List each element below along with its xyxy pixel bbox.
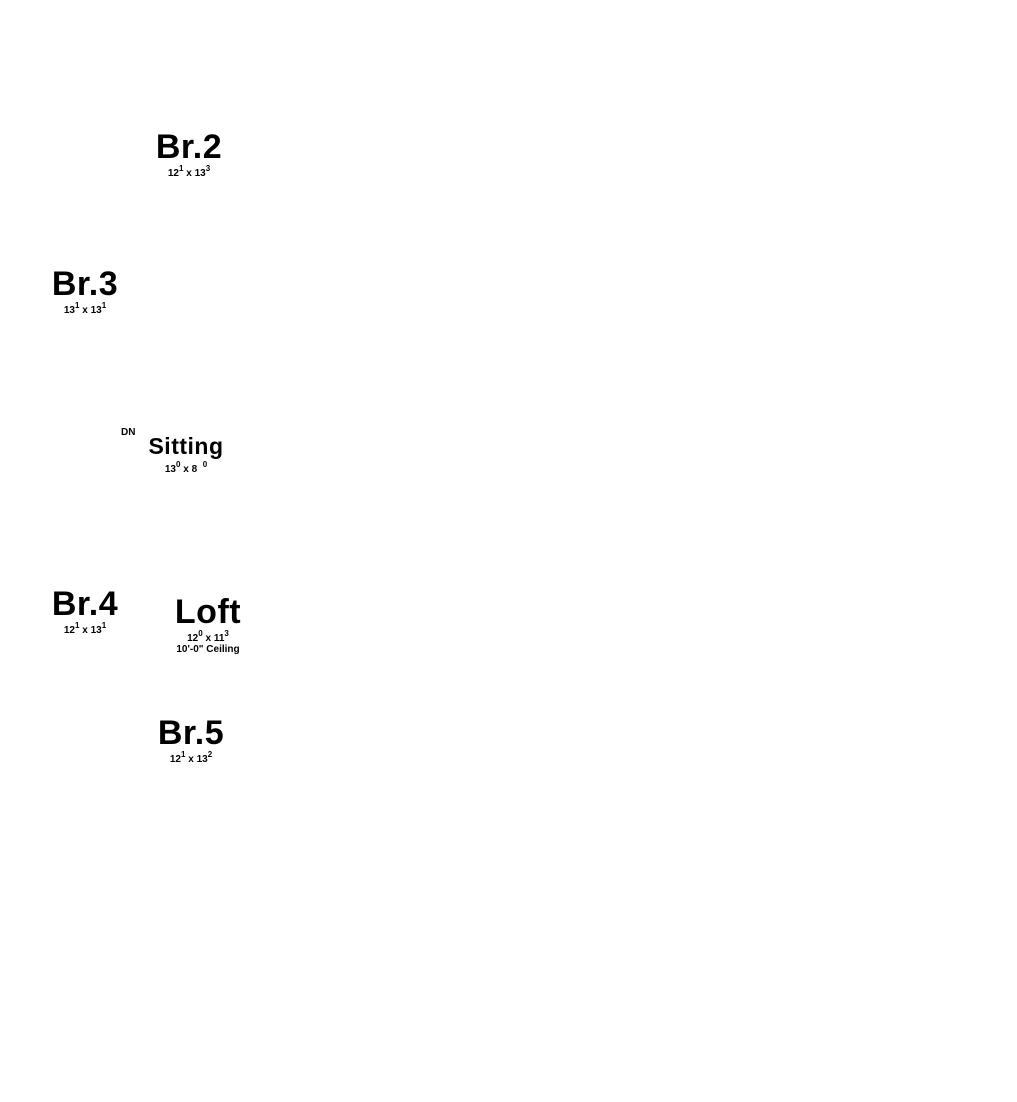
room-label-br5: Br.5 121 x 132 — [152, 716, 230, 765]
room-dimensions: 130 x 8 0 — [164, 460, 208, 476]
room-name: Loft — [174, 593, 242, 631]
room-label-br3: Br.3 131 x 131 — [46, 267, 124, 316]
room-name: Sitting — [148, 433, 224, 459]
stair-down-label: DN — [121, 427, 136, 438]
room-name: Br.2 — [155, 128, 223, 166]
room-label-sitting: Sitting 130 x 8 0 — [146, 434, 226, 475]
room-label-loft: Loft 120 x 113 10'-0" Ceiling — [168, 595, 248, 656]
room-name: Br.3 — [51, 265, 119, 303]
room-label-br4: Br.4 121 x 131 — [46, 587, 124, 636]
room-name: Br.4 — [51, 585, 119, 623]
room-name: Br.5 — [157, 714, 225, 752]
room-dimensions: 121 x 132 — [169, 750, 213, 766]
ceiling-height: 10'-0" Ceiling — [176, 644, 240, 655]
room-dimensions: 131 x 131 — [63, 301, 107, 317]
room-dimensions: 121 x 131 — [63, 621, 107, 637]
room-dimensions: 121 x 133 — [167, 164, 211, 180]
room-label-br2: Br.2 121 x 133 — [150, 130, 228, 179]
room-dimensions: 120 x 113 — [187, 629, 229, 645]
